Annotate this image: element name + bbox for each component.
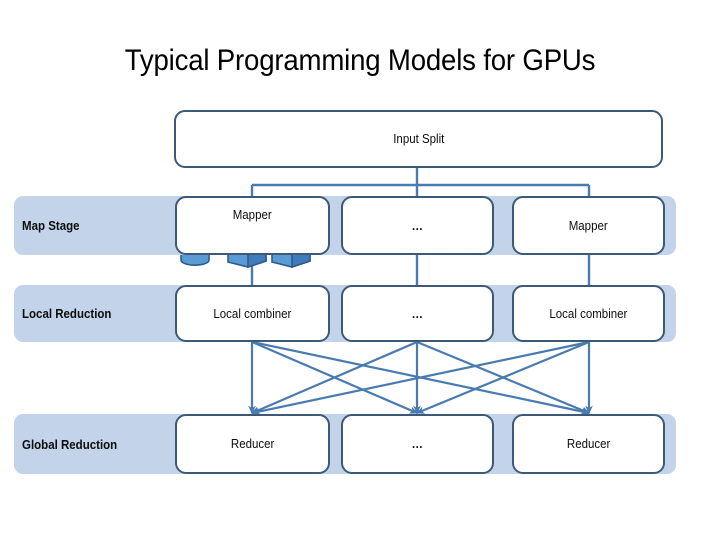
local-combiner-box-1[interactable]: Local combiner xyxy=(175,285,330,342)
local-combiner-ellipsis-label: … xyxy=(411,306,424,321)
reducer-ellipsis-label: … xyxy=(411,437,424,451)
reducer-box-1[interactable]: Reducer xyxy=(175,414,330,474)
reducer-box-2[interactable]: Reducer xyxy=(512,414,665,474)
map-stage-label: Map Stage xyxy=(22,219,80,233)
reducer-label-1: Reducer xyxy=(230,437,275,451)
input-split-label: Input Split xyxy=(392,132,445,146)
mapper-box-ellipsis[interactable]: … xyxy=(341,196,494,255)
input-split-box[interactable]: Input Split xyxy=(174,110,663,168)
reducer-label-2: Reducer xyxy=(566,437,611,451)
global-reduction-label: Global Reduction xyxy=(22,438,118,452)
local-combiner-box-2[interactable]: Local combiner xyxy=(512,285,665,342)
local-combiner-label-1: Local combiner xyxy=(213,306,292,321)
local-combiner-box-ellipsis[interactable]: … xyxy=(341,285,494,342)
reducer-box-ellipsis[interactable]: … xyxy=(341,414,494,474)
mapper-ellipsis-label: … xyxy=(411,218,424,233)
local-combiner-label-2: Local combiner xyxy=(549,306,628,321)
slide-title: Typical Programming Models for GPUs xyxy=(124,44,596,77)
local-reduction-label: Local Reduction xyxy=(22,307,112,321)
mapper-box-1[interactable]: Mapper xyxy=(175,196,330,255)
mapper-label-2: Mapper xyxy=(568,218,608,233)
mapper-label-1: Mapper xyxy=(232,207,272,222)
mapper-box-2[interactable]: Mapper xyxy=(512,196,665,255)
